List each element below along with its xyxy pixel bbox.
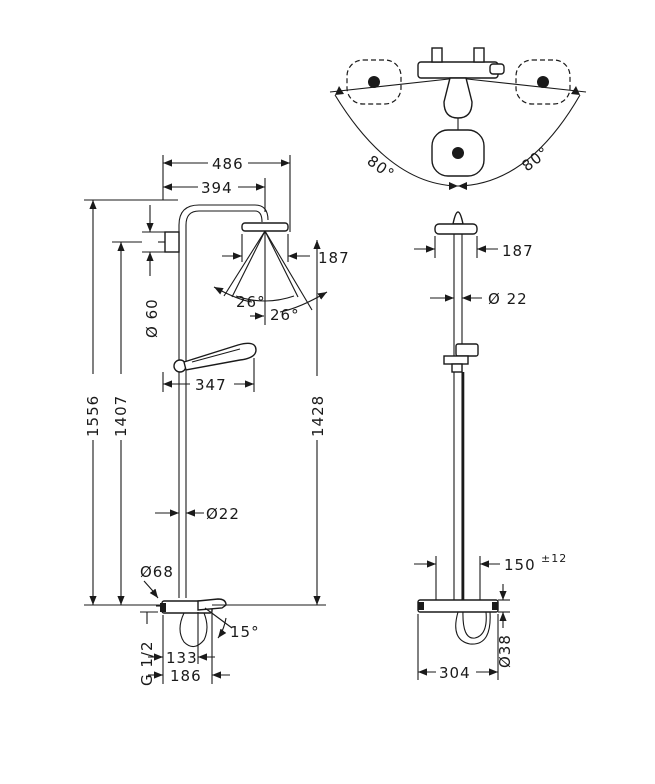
dim-tilt-left-label: 26° bbox=[236, 293, 266, 311]
dim-centres: 150 ±12 bbox=[414, 552, 567, 600]
dim-486-label: 486 bbox=[212, 155, 244, 173]
dim-394: 394 bbox=[163, 178, 266, 212]
dim-swivel-right-label: 80° bbox=[518, 143, 552, 175]
dim-centres-tolerance: ±12 bbox=[541, 552, 567, 565]
dim-187-side-label: 187 bbox=[502, 242, 534, 260]
mixer-side-view bbox=[417, 599, 499, 613]
dim-187-front-label: 187 bbox=[318, 249, 350, 267]
dim-1556: 1556 bbox=[84, 199, 178, 606]
dim-bracket-label: Ø 60 bbox=[143, 298, 161, 338]
dim-394-label: 394 bbox=[201, 179, 233, 197]
overhead-shower bbox=[231, 222, 299, 325]
bath-mixer bbox=[156, 598, 227, 648]
dim-centres-label: 150 bbox=[504, 556, 536, 574]
dim-pipe-front: Ø22 bbox=[155, 505, 240, 523]
dim-347-label: 347 bbox=[195, 376, 227, 394]
mixer-top-view bbox=[417, 47, 505, 132]
dim-tilt-angles: 26° 26° bbox=[213, 230, 328, 324]
dim-mixer-width-label: 304 bbox=[439, 664, 471, 682]
holder-side-view bbox=[443, 343, 479, 600]
dim-mixer-diameter: Ø38 bbox=[496, 584, 514, 668]
dim-pipe-front-label: Ø22 bbox=[206, 505, 240, 523]
dim-escutcheon: Ø68 bbox=[140, 563, 174, 599]
hose bbox=[462, 372, 487, 639]
overhead-top-view bbox=[431, 129, 485, 177]
dim-mixer-diameter-label: Ø38 bbox=[496, 634, 514, 668]
wall-bracket bbox=[158, 231, 180, 253]
dim-escutcheon-label: Ø68 bbox=[140, 563, 174, 581]
riser-side-view bbox=[453, 234, 463, 600]
dim-spout-186-label: 186 bbox=[170, 667, 202, 685]
dim-mixer-width: 304 bbox=[417, 614, 499, 682]
overhead-position-left bbox=[346, 59, 402, 105]
dim-1428: 1428 bbox=[212, 240, 327, 606]
dim-spout-angle: 15° bbox=[204, 607, 260, 641]
dim-spout-angle-label: 15° bbox=[230, 623, 260, 641]
dim-1407-label: 1407 bbox=[112, 395, 130, 437]
dim-bracket: Ø 60 bbox=[142, 205, 165, 338]
dim-486: 486 bbox=[162, 155, 291, 232]
dim-spout-133-label: 133 bbox=[166, 649, 198, 667]
dim-1556-label: 1556 bbox=[84, 395, 102, 437]
dim-187-front: 187 bbox=[222, 234, 350, 267]
dim-pipe-side-label: Ø 22 bbox=[488, 290, 528, 308]
overhead-position-right bbox=[515, 59, 571, 105]
dim-1407: 1407 bbox=[112, 241, 142, 605]
top-view: 80° 80° bbox=[329, 47, 587, 190]
hand-shower bbox=[173, 342, 257, 373]
front-view: 486 394 187 26° 26° bbox=[84, 155, 350, 686]
overhead-side-view bbox=[434, 211, 478, 235]
dim-swivel-left-label: 80° bbox=[364, 152, 399, 184]
dim-tilt-right-label: 26° bbox=[270, 306, 300, 324]
dim-1428-label: 1428 bbox=[309, 395, 327, 437]
shower-arm bbox=[178, 204, 269, 226]
side-view: 187 Ø 22 150 ±12 304 bbox=[414, 211, 567, 682]
riser-pipe bbox=[178, 225, 187, 598]
dim-187-side: 187 bbox=[414, 236, 534, 260]
dim-347: 347 bbox=[162, 358, 255, 394]
dim-spout: 133 186 bbox=[148, 612, 230, 685]
dim-thread-label: G 1/2 bbox=[138, 640, 156, 686]
dim-pipe-side: Ø 22 bbox=[430, 290, 528, 308]
